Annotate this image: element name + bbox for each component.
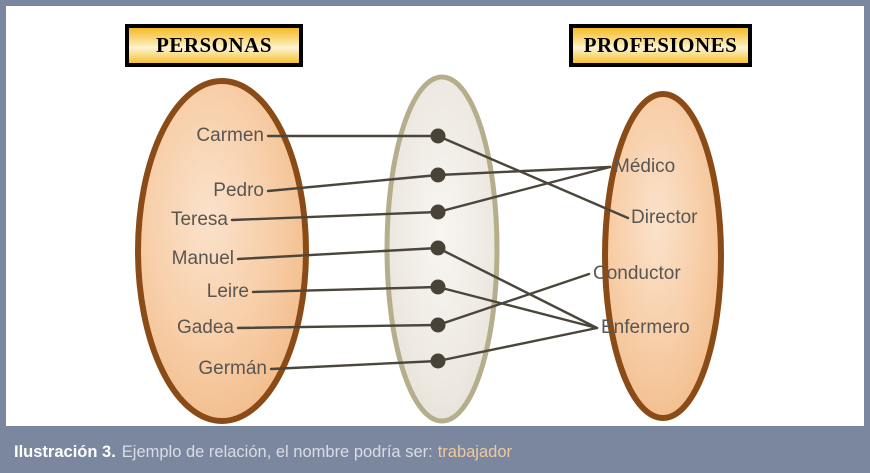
link-lines-right — [436, 134, 630, 363]
profession-label-conductor: Conductor — [593, 263, 681, 284]
relation-node-3 — [430, 204, 446, 220]
person-label-teresa: Teresa — [170, 209, 228, 230]
set-ellipse-profesiones — [602, 91, 724, 421]
link-gadea-node6 — [236, 323, 440, 330]
relation-node-7 — [430, 353, 446, 369]
link-node4-enfermero — [436, 246, 599, 330]
person-label-gadea: Gadea — [176, 317, 234, 338]
link-pedro-node2 — [266, 173, 440, 193]
set-ellipse-personas — [135, 78, 309, 424]
link-node1-director — [436, 134, 630, 220]
caption-description: Ejemplo de relación, el nombre podría se… — [121, 443, 433, 461]
link-teresa-node3 — [230, 210, 440, 222]
relation-node-2 — [430, 167, 446, 183]
profesiones-title: PROFESIONES — [583, 33, 738, 57]
profession-label-medico: Médico — [614, 156, 676, 177]
link-node7-enfermero — [436, 326, 599, 363]
diagram-canvas: PERSONAS PROFESIONES Carmen Pedro Teresa… — [0, 0, 870, 432]
relation-diagram — [135, 74, 724, 424]
link-german-node7 — [269, 359, 440, 371]
caption-number: Ilustración 3. — [14, 443, 116, 461]
profession-label-director: Director — [631, 207, 698, 228]
header-label-profesiones: PROFESIONES — [569, 24, 752, 67]
link-node2-medico — [436, 165, 612, 177]
person-label-carmen: Carmen — [196, 125, 264, 146]
link-leire-node5 — [251, 285, 440, 294]
person-label-manuel: Manuel — [171, 248, 234, 269]
profession-label-enfermero: Enfermero — [601, 317, 690, 338]
person-label-german: Germán — [198, 358, 267, 379]
link-lines-left — [230, 134, 440, 371]
person-label-pedro: Pedro — [213, 180, 264, 201]
personas-title: PERSONAS — [155, 33, 273, 57]
header-label-personas: PERSONAS — [125, 24, 303, 67]
caption-accent-term: trabajador — [437, 443, 513, 461]
link-node6-conductor — [436, 272, 591, 327]
figure-caption: Ilustración 3. Ejemplo de relación, el n… — [0, 432, 870, 473]
person-label-leire: Leire — [206, 281, 249, 302]
relation-node-4 — [430, 240, 446, 256]
relation-node-5 — [430, 279, 446, 295]
relation-node-1 — [430, 128, 446, 144]
link-node3-medico — [436, 165, 612, 214]
link-node5-enfermero — [436, 285, 599, 330]
relation-node-6 — [430, 317, 446, 333]
relation-nodes — [430, 128, 446, 369]
link-manuel-node4 — [236, 246, 440, 261]
